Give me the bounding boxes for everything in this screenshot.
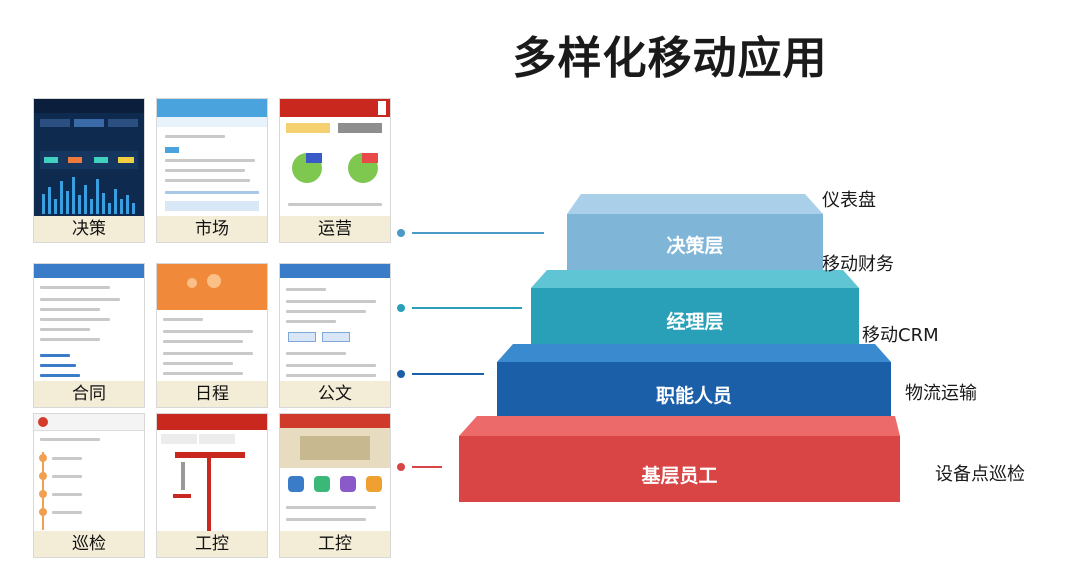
industrial-control-screen [157,414,267,532]
page-title: 多样化移动应用 [512,33,828,84]
side-label-logistics: 物流运输 [905,383,977,404]
side-label-equipment-inspection: 设备点巡检 [935,464,1025,485]
thumbnail-industrial-control-2[interactable]: 工控 [279,413,391,558]
thumbnail-caption: 合同 [34,381,144,407]
thumbnail-caption: 决策 [34,216,144,242]
connector-dot-functional [397,370,405,378]
connector-line-frontline [412,466,442,468]
thumbnail-caption: 巡检 [34,531,144,557]
thumbnail-schedule[interactable]: 日程 [156,263,268,408]
document-screen [280,264,390,382]
tier-functional-face [497,362,891,416]
thumbnail-caption: 市场 [157,216,267,242]
connector-dot-frontline [397,463,405,471]
tier-functional-top [497,344,891,362]
thumbnail-document[interactable]: 公文 [279,263,391,408]
side-label-mobile-finance: 移动财务 [822,254,894,275]
pyramid-diagram [459,194,900,502]
schedule-screen [157,264,267,382]
inspection-screen [34,414,144,532]
tier-frontline-face [459,436,900,502]
side-label-mobile-crm: 移动CRM [862,325,939,346]
tier-manager-top [531,270,859,288]
tier-label-manager: 经理层 [666,311,724,333]
connector-dot-manager [397,304,405,312]
tier-label-decision: 决策层 [666,235,724,257]
thumbnail-inspection[interactable]: 巡检 [33,413,145,558]
connector-line-manager [412,307,522,309]
thumbnail-caption: 工控 [280,531,390,557]
contract-screen [34,264,144,382]
connector-dot-decision [397,229,405,237]
thumbnail-caption: 工控 [157,531,267,557]
tier-decision-top [567,194,823,214]
market-screen [157,99,267,217]
thumbnail-operations[interactable]: 运营 [279,98,391,243]
thumbnail-decision[interactable]: 决策 [33,98,145,243]
connector-line-decision [412,232,544,234]
tier-frontline-top [459,416,900,436]
tier-manager-face [531,288,859,344]
operations-screen [280,99,390,217]
thumbnail-caption: 公文 [280,381,390,407]
decision-dashboard-screen [34,99,144,217]
tier-label-functional: 职能人员 [655,385,732,407]
connector-line-functional [412,373,484,375]
thumbnail-caption: 日程 [157,381,267,407]
thumbnail-contract[interactable]: 合同 [33,263,145,408]
industrial-control-screen [280,414,390,532]
tier-label-frontline: 基层员工 [641,465,718,487]
side-label-dashboard: 仪表盘 [822,190,876,211]
tier-decision-face [567,214,823,270]
thumbnail-caption: 运营 [280,216,390,242]
thumbnail-market[interactable]: 市场 [156,98,268,243]
thumbnail-industrial-control-1[interactable]: 工控 [156,413,268,558]
